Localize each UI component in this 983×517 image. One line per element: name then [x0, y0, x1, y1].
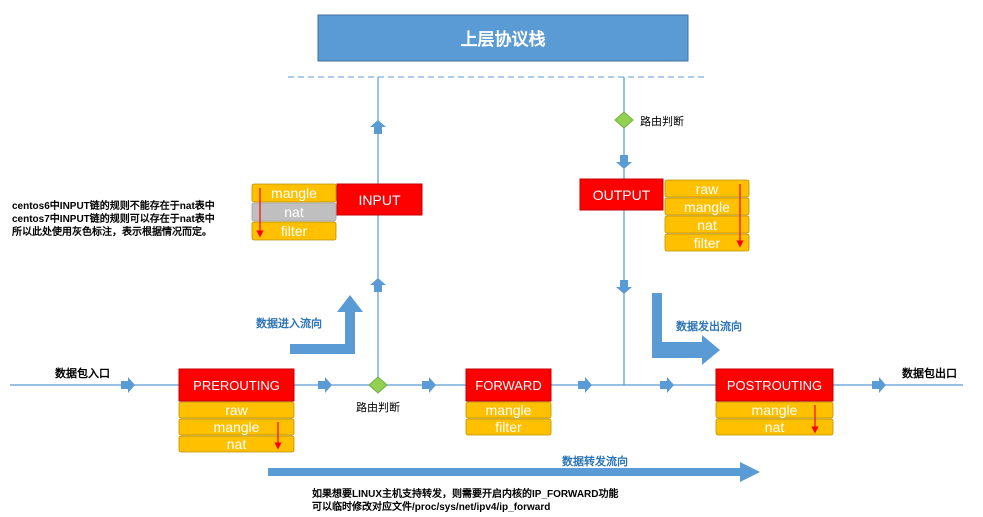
prerouting-chain: PREROUTING raw mangle nat	[178, 368, 295, 453]
forward-table-mangle	[465, 401, 552, 419]
route-decision-diamond-output	[614, 111, 634, 129]
postrouting-chain-box	[715, 368, 834, 402]
postrouting-table-mangle	[715, 401, 834, 419]
postrouting-table-mangle-label: mangle	[752, 402, 798, 418]
upper-protocol-stack-box	[317, 14, 689, 62]
input-table-filter	[251, 221, 337, 241]
arrow-up-icon	[370, 278, 386, 292]
arrow-down-icon	[616, 280, 632, 294]
input-chain-name: INPUT	[359, 192, 401, 208]
forward-table-filter-label: filter	[495, 419, 522, 435]
input-chain-box	[336, 183, 423, 216]
output-table-raw	[664, 179, 750, 198]
forward-flow-arrow	[268, 462, 760, 482]
forward-table-filter	[465, 418, 552, 436]
postrouting-table-nat-label: nat	[765, 419, 785, 435]
ip-forward-note-line-2: 可以临时修改对应文件/proc/sys/net/ipv4/ip_forward	[312, 500, 550, 513]
prerouting-table-mangle	[178, 418, 295, 436]
postrouting-table-nat	[715, 418, 834, 436]
ip-forward-note-line-1: 如果想要LINUX主机支持转发，则需要开启内核的IP_FORWARD功能	[312, 487, 619, 500]
output-table-nat-label: nat	[697, 217, 717, 233]
output-chain: OUTPUT raw mangle nat filter	[579, 178, 750, 252]
prerouting-table-nat	[178, 435, 295, 453]
output-table-raw-label: raw	[696, 181, 719, 197]
prerouting-table-raw	[178, 401, 295, 419]
output-table-nat	[664, 215, 750, 234]
input-table-mangle-label: mangle	[271, 185, 317, 201]
arrow-right-icon	[318, 377, 332, 393]
outbound-flow-arrow	[652, 293, 720, 365]
route-decision-label-input: 路由判断	[356, 400, 400, 414]
upper-protocol-stack-label: 上层协议栈	[461, 29, 546, 49]
arrow-right-icon	[872, 377, 886, 393]
route-decision-label-output: 路由判断	[640, 114, 684, 128]
forward-flow-label: 数据转发流向	[562, 454, 628, 468]
input-table-nat-label: nat	[284, 204, 304, 220]
arrow-right-icon	[660, 377, 674, 393]
forward-table-mangle-label: mangle	[486, 402, 532, 418]
input-nat-note-line-1: centos6中INPUT链的规则不能存在于nat表中	[12, 199, 215, 212]
prerouting-table-mangle-label: mangle	[214, 419, 260, 435]
arrow-right-icon	[578, 377, 592, 393]
postrouting-chain: POSTROUTING mangle nat	[715, 368, 834, 436]
inbound-flow-arrow	[290, 295, 363, 354]
prerouting-chain-box	[178, 368, 295, 402]
packet-out-label: 数据包出口	[902, 366, 957, 380]
input-chain: INPUT mangle nat filter	[251, 183, 423, 241]
outbound-flow-label: 数据发出流向	[676, 319, 742, 333]
forward-chain-name: FORWARD	[475, 378, 541, 393]
output-chain-box	[579, 178, 664, 211]
arrow-up-icon	[370, 120, 386, 134]
input-table-filter-label: filter	[281, 223, 308, 239]
output-chain-name: OUTPUT	[593, 187, 651, 203]
prerouting-chain-name: PREROUTING	[193, 378, 280, 393]
main-line-arrows	[121, 377, 886, 393]
arrow-down-icon	[616, 155, 632, 169]
output-table-mangle-label: mangle	[684, 199, 730, 215]
prerouting-table-nat-label: nat	[227, 436, 247, 452]
postrouting-chain-name: POSTROUTING	[727, 378, 822, 393]
route-decision-diamond-input	[368, 376, 388, 394]
input-nat-note-line-2: centos7中INPUT链的规则可以存在于nat表中	[12, 212, 215, 225]
forward-chain-box	[465, 368, 552, 402]
packet-in-label: 数据包入口	[55, 366, 110, 380]
arrow-right-icon	[422, 377, 436, 393]
forward-chain: FORWARD mangle filter	[465, 368, 552, 436]
output-line-arrows	[616, 155, 632, 294]
inbound-flow-label: 数据进入流向	[256, 316, 322, 330]
output-table-filter-label: filter	[694, 235, 721, 251]
input-table-mangle	[251, 183, 337, 203]
output-table-mangle	[664, 197, 750, 216]
output-table-filter	[664, 233, 750, 252]
input-nat-note-line-3: 所以此处使用灰色标注，表示根据情况而定。	[12, 225, 212, 238]
input-line-arrows	[370, 120, 386, 292]
arrow-right-icon	[121, 377, 135, 393]
prerouting-table-raw-label: raw	[225, 402, 248, 418]
input-table-nat	[251, 202, 337, 222]
